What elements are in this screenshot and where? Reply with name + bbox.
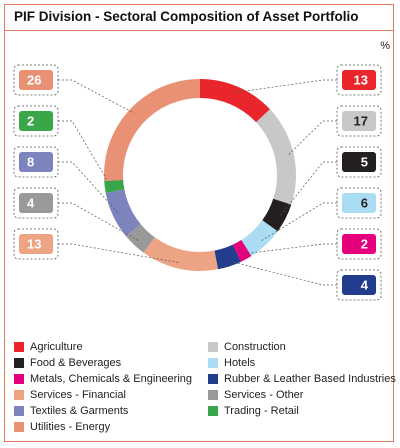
legend-swatch	[208, 358, 218, 368]
legend-swatch	[14, 390, 24, 400]
label-box-outline	[336, 187, 382, 219]
label-box-outline	[336, 269, 382, 301]
legend-label: Food & Beverages	[30, 357, 122, 369]
legend-item-agriculture: Agriculture	[14, 341, 83, 353]
leader-line-food-and-beverages	[279, 161, 337, 217]
legend-item-services-financial: Services - Financial	[14, 389, 126, 401]
slice-textiles-and-garments	[105, 189, 141, 237]
legend-item-utilities-energy: Utilities - Energy	[14, 421, 110, 433]
label-box-outline	[336, 64, 382, 96]
leader-line-metals-chemicals-and-engineering	[243, 243, 337, 255]
label-box-outline	[336, 228, 382, 260]
label-box-services-financial	[19, 234, 53, 254]
legend-item-rubber-and-leather-based-industries: Rubber & Leather Based Industries	[208, 373, 396, 385]
label-box-hotels	[342, 193, 376, 213]
chart-frame	[4, 4, 394, 442]
leader-line-services-financial	[58, 243, 181, 264]
slice-construction	[256, 109, 296, 205]
leader-line-utilities-energy	[58, 79, 135, 114]
slice-metals-chemicals-and-engineering	[232, 240, 252, 262]
legend-item-hotels: Hotels	[208, 357, 255, 369]
legend-swatch	[14, 358, 24, 368]
legend-label: Utilities - Energy	[30, 421, 111, 433]
value-label-services-financial: 13	[27, 237, 41, 252]
leader-line-hotels	[261, 202, 337, 241]
value-label-agriculture: 13	[354, 73, 368, 88]
slice-services-financial	[143, 237, 218, 271]
value-label-hotels: 6	[361, 196, 368, 211]
leader-line-services-other	[58, 202, 139, 241]
legend-item-construction: Construction	[208, 341, 286, 353]
legend-item-services-other: Services - Other	[208, 389, 303, 401]
leader-line-construction	[287, 120, 337, 156]
value-label-construction: 17	[354, 114, 368, 129]
label-box-outline	[336, 105, 382, 137]
legend-label: Textiles & Garments	[30, 405, 129, 417]
value-label-food-and-beverages: 5	[361, 155, 368, 170]
legend-label: Trading - Retail	[224, 405, 299, 417]
label-box-food-and-beverages	[342, 152, 376, 172]
legend-swatch	[14, 422, 24, 432]
unit-label: %	[380, 40, 390, 52]
slice-trading-retail	[104, 179, 125, 193]
value-label-utilities-energy: 26	[27, 73, 41, 88]
slice-agriculture	[200, 79, 270, 123]
legend-swatch	[14, 406, 24, 416]
legend-item-food-and-beverages: Food & Beverages	[14, 357, 121, 369]
legend-swatch	[14, 342, 24, 352]
legend-label: Agriculture	[30, 341, 83, 353]
label-box-metals-chemicals-and-engineering	[342, 234, 376, 254]
label-box-agriculture	[342, 70, 376, 90]
leader-line-textiles-and-garments	[58, 161, 119, 214]
legend-item-metals-chemicals-and-engineering: Metals, Chemicals & Engineering	[14, 373, 192, 385]
label-box-textiles-and-garments	[19, 152, 53, 172]
label-box-outline	[336, 146, 382, 178]
legend-label: Construction	[224, 341, 286, 353]
value-label-rubber-and-leather-based-industries: 4	[361, 278, 369, 293]
legend-item-trading-retail: Trading - Retail	[208, 405, 299, 417]
title-divider	[5, 30, 393, 31]
value-label-textiles-and-garments: 8	[27, 155, 34, 170]
leader-line-trading-retail	[58, 120, 112, 187]
legend-label: Services - Financial	[30, 389, 126, 401]
label-box-services-other	[19, 193, 53, 213]
value-label-metals-chemicals-and-engineering: 2	[361, 237, 368, 252]
slice-services-other	[126, 224, 155, 253]
label-box-construction	[342, 111, 376, 131]
legend-label: Services - Other	[224, 389, 304, 401]
slice-hotels	[241, 220, 278, 257]
legend-label: Rubber & Leather Based Industries	[224, 373, 396, 385]
slice-food-and-beverages	[262, 198, 292, 232]
label-box-rubber-and-leather-based-industries	[342, 275, 376, 295]
leader-line-agriculture	[235, 79, 337, 93]
value-label-trading-retail: 2	[27, 114, 34, 129]
slice-rubber-and-leather-based-industries	[214, 244, 241, 270]
legend-swatch	[208, 406, 218, 416]
slice-utilities-energy	[104, 79, 200, 182]
legend-swatch	[208, 390, 218, 400]
legend-item-textiles-and-garments: Textiles & Garments	[14, 405, 128, 417]
legend-swatch	[14, 374, 24, 384]
legend-swatch	[208, 374, 218, 384]
label-box-trading-retail	[19, 111, 53, 131]
legend-label: Metals, Chemicals & Engineering	[30, 373, 193, 385]
label-box-utilities-energy	[19, 70, 53, 90]
legend-swatch	[208, 342, 218, 352]
chart-title: PIF Division - Sectoral Composition of A…	[14, 9, 359, 24]
leader-line-rubber-and-leather-based-industries	[227, 260, 337, 286]
legend-label: Hotels	[224, 357, 256, 369]
value-label-services-other: 4	[27, 196, 35, 211]
